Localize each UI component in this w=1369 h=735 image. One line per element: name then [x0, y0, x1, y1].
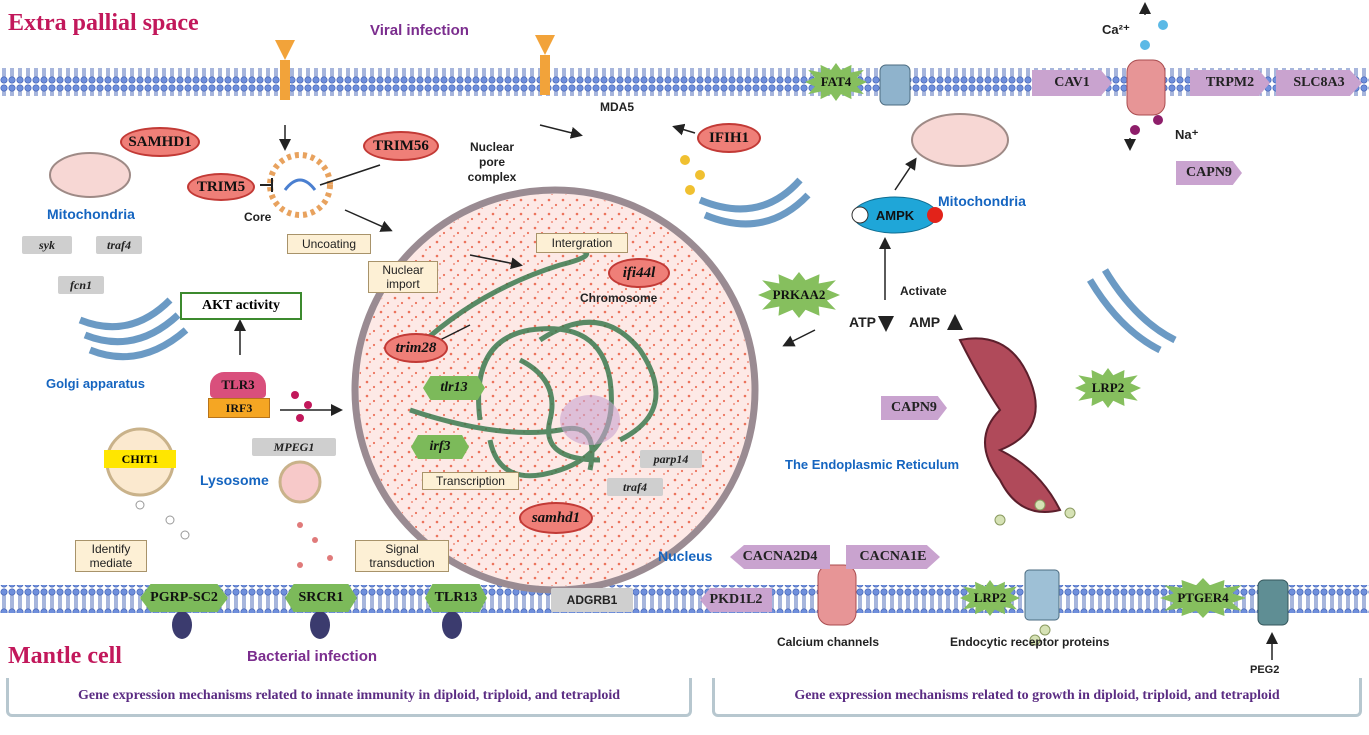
peg2-label: PEG2 [1250, 664, 1280, 676]
chromosome-label: Chromosome [580, 291, 658, 305]
calcium-channels-label: Calcium channels [777, 635, 880, 649]
receptor-right [535, 35, 555, 95]
pgrp-sc2-hex: PGRP-SC2 [140, 584, 228, 612]
mitochondria-right-label: Mitochondria [938, 193, 1026, 209]
ampk-label: AMPK [875, 207, 915, 223]
region-extra-pallial: Extra pallial space [8, 10, 199, 36]
receptor-left [275, 40, 295, 100]
endoplasmic-reticulum [958, 337, 1062, 513]
signal-transduction-box: Signal transduction [355, 540, 449, 572]
trim5-oval: TRIM5 [187, 173, 255, 201]
golgi-left [78, 297, 189, 361]
footer-right: Gene expression mechanisms related to gr… [712, 678, 1362, 717]
slc8a3-tag: SLC8A3 [1276, 70, 1362, 96]
fcn1-box: fcn1 [58, 276, 104, 294]
ifi44l-oval: ifi44l [608, 258, 670, 288]
nuclear-import-box: Nuclear import [368, 261, 438, 293]
golgi-right [1086, 268, 1177, 354]
traf4-left-box: traf4 [96, 236, 142, 254]
atp-label: ATP [849, 314, 876, 330]
tlr13-membrane-hex: TLR13 [425, 584, 487, 612]
nucleus-label: Nucleus [658, 548, 713, 564]
cav1-tag: CAV1 [1032, 70, 1112, 96]
na-ion-label: Na⁺ [1175, 127, 1199, 142]
traf4-nucleus-box: traf4 [607, 478, 663, 496]
bacterial-infection-label: Bacterial infection [247, 648, 378, 665]
core-label: Core [244, 210, 272, 224]
viral-infection-label: Viral infection [370, 22, 469, 39]
trim56-oval: TRIM56 [363, 131, 439, 161]
capn9-top-tag: CAPN9 [1176, 161, 1242, 185]
ifih1-oval: IFIH1 [697, 123, 761, 153]
lysosome-graphic [278, 460, 322, 504]
region-mantle-cell: Mantle cell [8, 643, 122, 669]
capn9-er-tag: CAPN9 [881, 396, 947, 420]
chromosome-graphic [409, 247, 659, 479]
mitochondria-left [49, 152, 131, 198]
samhd1-nucleus-oval: samhd1 [519, 502, 593, 534]
er-label: The Endoplasmic Reticulum [785, 457, 960, 472]
irf3-box: IRF3 [208, 398, 270, 418]
ca-ion-label: Ca²⁺ [1102, 22, 1130, 37]
mitochondria-left-label: Mitochondria [47, 206, 135, 222]
golgi-label: Golgi apparatus [46, 376, 145, 391]
uncoating-box: Uncoating [287, 234, 371, 254]
transcription-box: Transcription [422, 472, 519, 490]
identify-mediate-box: Identify mediate [75, 540, 147, 572]
footer-left: Gene expression mechanisms related to in… [6, 678, 692, 717]
golgi-top [698, 177, 811, 228]
syk-box: syk [22, 236, 72, 254]
nuclear-pore-label: Nuclear pore complex [467, 140, 517, 184]
activate-label: Activate [900, 284, 947, 298]
arrows [234, 2, 1278, 660]
mitochondria-right [911, 113, 1009, 167]
lysosome-label: Lysosome [200, 472, 269, 488]
irf3-nucleus-hex: irf3 [411, 435, 469, 459]
chit1-label: CHIT1 [104, 450, 176, 468]
pkd1l2-tag: PKD1L2 [700, 588, 772, 612]
mda5-label: MDA5 [600, 100, 635, 114]
tlr3-receptor: TLR3 [210, 372, 266, 398]
adgrb1-box: ADGRB1 [551, 588, 633, 612]
samhd1-oval: SAMHD1 [120, 127, 200, 157]
intergration-box: Intergration [536, 233, 628, 253]
trim28-oval: trim28 [384, 333, 448, 363]
trpm2-tag: TRPM2 [1190, 70, 1270, 96]
cacna2d4-tag: CACNA2D4 [730, 545, 830, 569]
bottom-membrane [0, 585, 1369, 613]
parp14-box: parp14 [640, 450, 702, 468]
amp-label: AMP [909, 314, 941, 330]
mpeg1-box: MPEG1 [252, 438, 336, 456]
srcr1-hex: SRCR1 [285, 584, 357, 612]
endocytic-label: Endocytic receptor proteins [950, 635, 1110, 649]
tlr13-nucleus-hex: tlr13 [423, 376, 485, 400]
akt-activity-box: AKT activity [180, 292, 302, 320]
cacna1e-tag: CACNA1E [846, 545, 940, 569]
virus-core [267, 152, 333, 218]
